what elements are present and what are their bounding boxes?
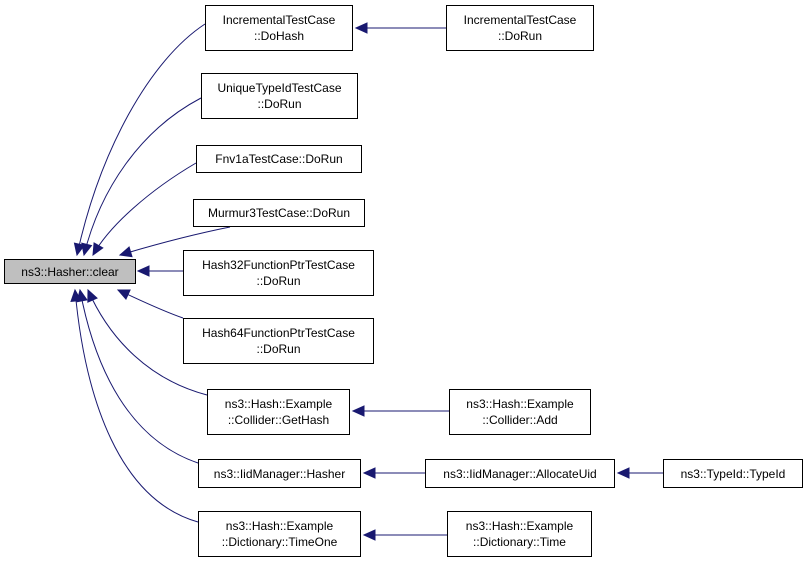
edge-typeid-to-iid-allocate [616,467,663,479]
edge-iid-allocate-to-iid-hasher [362,467,425,479]
edge-inc-dorun-to-inc-dohash [354,22,446,34]
node-label-line: UniqueTypeIdTestCase [217,81,342,95]
edge-collider-gethash-to-clear [87,288,208,396]
arrowhead-icon [362,467,376,479]
arrowhead-icon [92,242,104,257]
edge-h32-dorun-to-clear [136,265,183,277]
node-h32-dorun[interactable]: Hash32FunctionPtrTestCase::DoRun [183,250,374,296]
edge-h64-dorun-to-clear [116,289,184,319]
edge-murmur-dorun-to-clear [118,226,231,258]
edge-dict-time-to-dict-timeone [362,529,447,541]
arrowhead-icon [616,467,630,479]
node-label-line: Fnv1aTestCase::DoRun [215,152,343,166]
edge-iid-hasher-to-clear [76,288,199,464]
arrowhead-icon [351,405,365,417]
arrowhead-icon [87,288,98,303]
node-label-line: ns3::Hash::Example [225,519,334,533]
node-unique-dorun[interactable]: UniqueTypeIdTestCase::DoRun [201,73,358,119]
edge-line [76,23,206,256]
node-label-line: ::DoRun [497,29,543,43]
edge-line [87,289,208,396]
node-collider-gethash[interactable]: ns3::Hash::Example::Collider::GetHash [207,389,350,435]
edge-dict-timeone-to-clear [70,288,199,523]
node-label-line: ns3::TypeId::TypeId [680,466,786,481]
arrowhead-icon [354,22,368,34]
arrowhead-icon [118,246,133,258]
arrowhead-icon [73,242,86,257]
node-label-line: ns3::IidManager::AllocateUid [443,466,597,481]
node-label-line: Hash32FunctionPtrTestCase [202,258,355,272]
node-label-line: ::DoRun [257,97,302,111]
node-label-line: Murmur3TestCase::DoRun [207,206,351,220]
node-label-line: ns3::Hash::Example [466,397,574,411]
edge-fnv-dorun-to-clear [92,162,197,257]
node-dict-time[interactable]: ns3::Hash::Example::Dictionary::Time [447,511,592,557]
node-inc-dohash[interactable]: IncrementalTestCase::DoHash [205,5,353,51]
node-label-line: ::DoHash [253,29,305,43]
node-label-line: ::DoRun [256,274,301,288]
arrowhead-icon [116,289,131,301]
node-label-line: ns3::IidManager::Hasher [213,466,346,481]
node-fnv-dorun[interactable]: Fnv1aTestCase::DoRun [196,145,362,173]
node-iid-allocate[interactable]: ns3::IidManager::AllocateUid [425,459,615,488]
node-clear: ns3::Hasher::clear [4,259,136,284]
node-label-line: IncrementalTestCase [463,13,577,27]
node-label-line: Hash64FunctionPtrTestCase [202,326,355,340]
node-collider-add[interactable]: ns3::Hash::Example::Collider::Add [449,389,591,435]
node-label-line: ::Dictionary::TimeOne [221,535,338,549]
node-murmur-dorun[interactable]: Murmur3TestCase::DoRun [193,199,365,227]
edge-line [74,289,199,523]
node-label-line: ns3::Hash::Example [465,519,574,533]
edge-inc-dohash-to-clear [73,23,206,257]
arrowhead-icon [362,529,376,541]
node-inc-dorun[interactable]: IncrementalTestCase::DoRun [446,5,594,51]
edge-unique-dorun-to-clear [81,97,202,257]
node-label-line: ns3::Hasher::clear [21,264,119,279]
node-label-line: ns3::Hash::Example [224,397,333,411]
edge-line [79,289,199,464]
node-h64-dorun[interactable]: Hash64FunctionPtrTestCase::DoRun [183,318,374,364]
node-label-line: ::Collider::Add [482,413,558,427]
node-dict-timeone[interactable]: ns3::Hash::Example::Dictionary::TimeOne [198,511,361,557]
node-label-line: ::Dictionary::Time [473,535,566,549]
node-label-line: ::Collider::GetHash [227,413,330,427]
node-label-line: ::DoRun [256,342,301,356]
node-label-line: IncrementalTestCase [222,13,336,27]
arrowhead-icon [70,288,82,302]
edge-collider-add-to-collider-gethash [351,405,449,417]
edge-line [83,97,202,256]
edge-line [92,162,197,256]
arrowhead-icon [81,242,93,257]
node-iid-hasher[interactable]: ns3::IidManager::Hasher [198,459,361,488]
node-typeid[interactable]: ns3::TypeId::TypeId [663,459,803,488]
arrowhead-icon [136,265,150,277]
